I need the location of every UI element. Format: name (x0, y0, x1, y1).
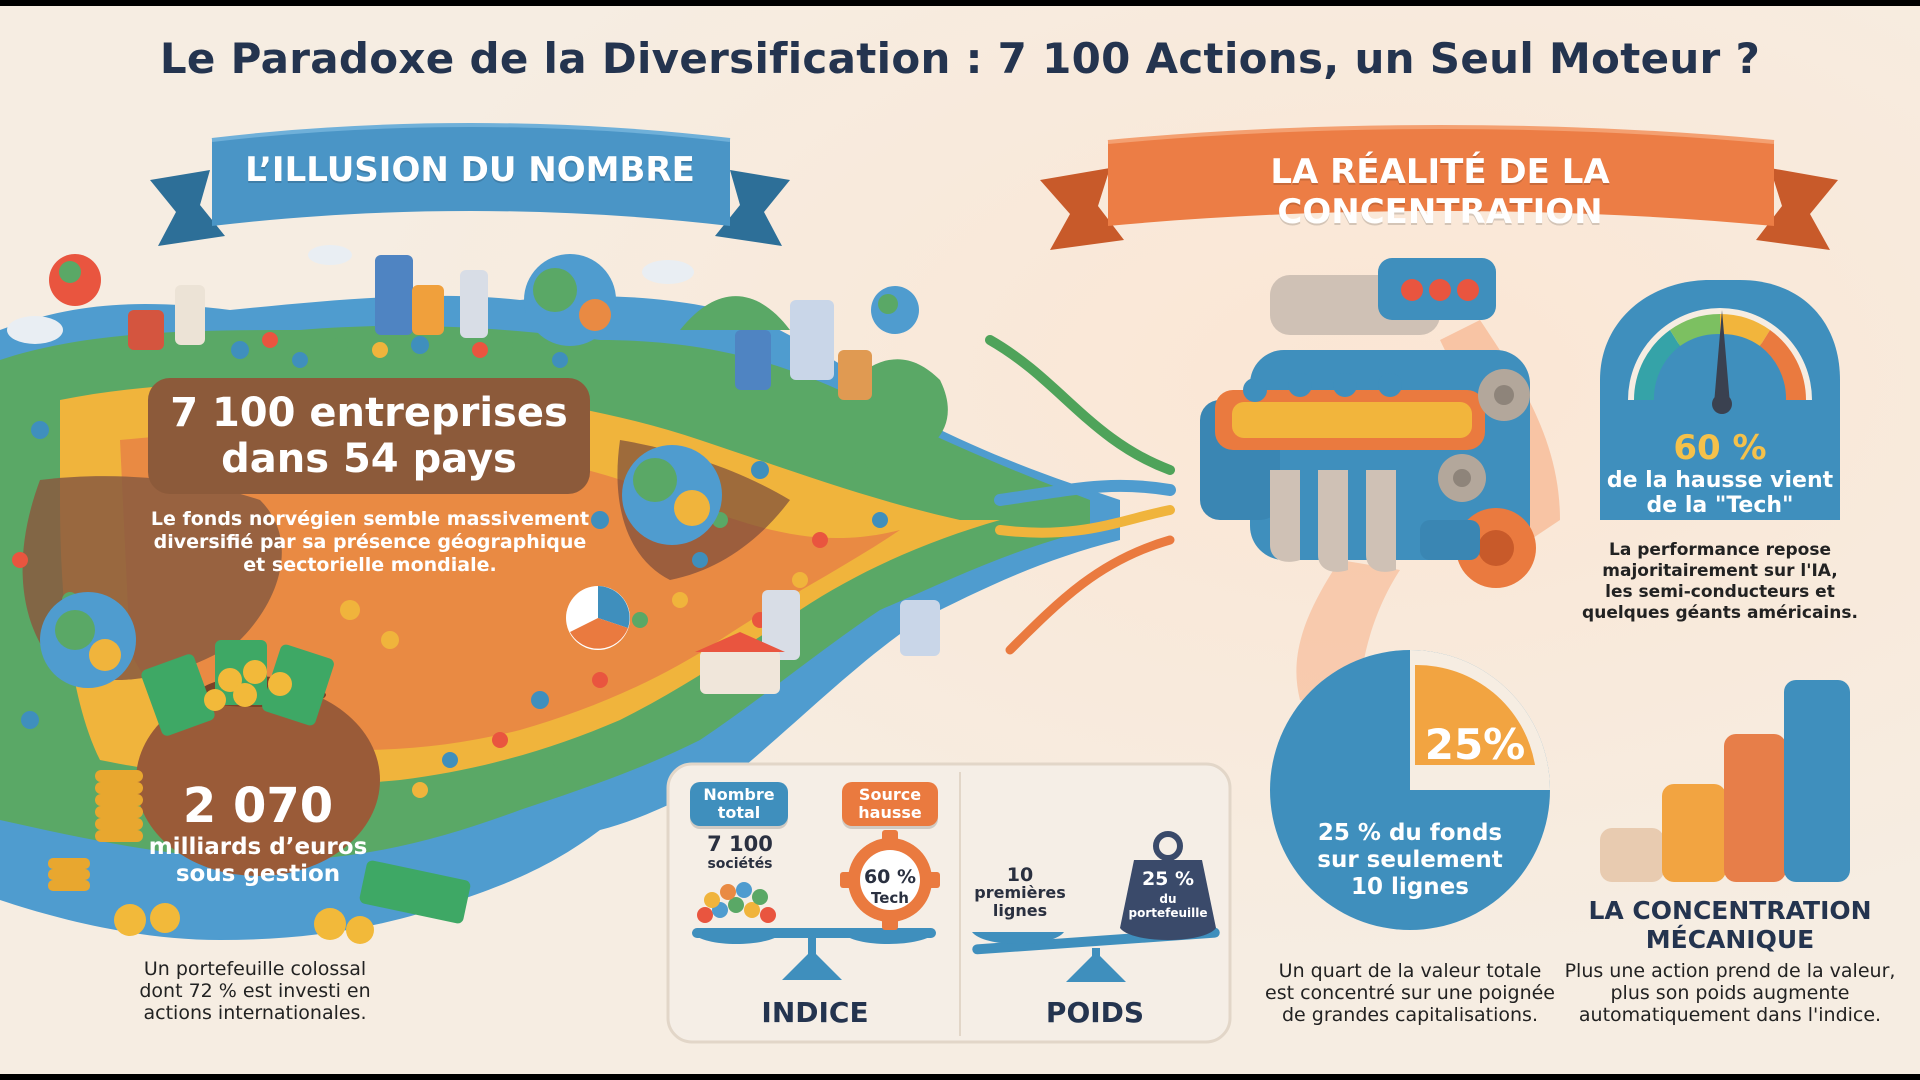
left-banner-label: L’ILLUSION DU NOMBRE (245, 150, 695, 190)
pie-caption-line-1: 25 % du fonds (1317, 820, 1503, 846)
right-banner-ribbon (1040, 125, 1838, 250)
pie-slice-label: 25% (1424, 720, 1526, 769)
bars-desc-line-1: Plus une action prend de la valeur, (1564, 960, 1896, 982)
chip-total-count: Nombre total (690, 782, 788, 826)
pie-desc-line-1: Un quart de la valeur totale (1278, 960, 1542, 982)
gauge-desc-line-1: La performance repose (1609, 540, 1831, 560)
bars-desc-line-3: automatiquement dans l'indice. (1578, 1004, 1882, 1026)
desc-line-1: Le fonds norvégien semble massivement (150, 508, 590, 530)
scales-card (666, 762, 1232, 1044)
top-ten-line-2: premières (974, 883, 1066, 902)
pie-desc-line-2: est concentré sur une poignée (1265, 982, 1555, 1004)
gauge-desc-line-2: majoritairement sur l'IA, (1602, 561, 1838, 581)
gear-value: 60 % (863, 866, 917, 888)
page-title: Le Paradoxe de la Diversification : 7 10… (159, 34, 1761, 83)
weight-label: du portefeuille (1120, 892, 1216, 920)
gauge-description: La performance repose majoritairement su… (1580, 540, 1860, 624)
assets-amount: 2 070 (182, 778, 334, 834)
bars-description: Plus une action prend de la valeur, plus… (1560, 960, 1900, 1026)
bars-title-line-2: MÉCANIQUE (1645, 925, 1815, 954)
note-line-2: dont 72 % est investi en (139, 980, 371, 1002)
weight-line-2: portefeuille (1128, 906, 1208, 920)
chip-source-line-2: hausse (858, 803, 922, 822)
top-ten-line-3: lignes (992, 901, 1048, 920)
company-count: 7 100 (707, 832, 773, 856)
pie-chart (1270, 650, 1550, 930)
weight-value: 25 % (1141, 868, 1195, 890)
bars-title-line-1: LA CONCENTRATION (1588, 896, 1872, 925)
assets-unit-line-1: milliards d’euros (148, 834, 368, 860)
desc-line-3: et sectorielle mondiale. (243, 554, 497, 576)
portfolio-note: Un portefeuille colossal dont 72 % est i… (110, 958, 400, 1024)
indice-label: INDICE (761, 996, 869, 1029)
gauge-caption: de la hausse vient de la "Tech" (1600, 468, 1840, 518)
gauge-caption-line-2: de la "Tech" (1646, 493, 1794, 518)
pie-desc-line-3: de grandes capitalisations. (1282, 1004, 1538, 1026)
poids-label: POIDS (1045, 996, 1145, 1029)
note-line-1: Un portefeuille colossal (143, 958, 367, 980)
top-ten-line-1: 10 (1006, 864, 1034, 886)
left-banner-ribbon (150, 123, 790, 246)
pie-description: Un quart de la valeur totale est concent… (1260, 960, 1560, 1026)
pie-caption: 25 % du fonds sur seulement 10 lignes (1290, 820, 1530, 901)
chip-total-line-1: Nombre (703, 785, 775, 804)
right-banner-label: LA RÉALITÉ DE LA CONCENTRATION (1270, 152, 1610, 232)
gauge-caption-line-1: de la hausse vient (1606, 468, 1834, 493)
bars-desc-line-2: plus son poids augmente (1610, 982, 1850, 1004)
engine-icon (1200, 258, 1560, 700)
weight-line-1: du (1159, 892, 1177, 906)
pie-caption-line-2: sur seulement (1317, 847, 1503, 873)
gear-label: Tech (871, 889, 909, 907)
gauge-desc-line-3: les semi-conducteurs et (1605, 582, 1835, 602)
chip-rise-source: Source hausse (842, 782, 938, 826)
assets-unit-line-2: sous gestion (175, 861, 341, 887)
chip-total-line-2: total (717, 803, 761, 822)
gauge-desc-line-4: quelques géants américains. (1582, 603, 1858, 623)
assets-unit: milliards d’euros sous gestion (140, 834, 376, 888)
gauge-value: 60 % (1673, 428, 1767, 468)
desc-line-2: diversifié par sa présence géographique (153, 531, 587, 553)
pie-caption-line-3: 10 lignes (1351, 874, 1469, 900)
bars-title: LA CONCENTRATION MÉCANIQUE (1570, 896, 1890, 954)
headline-line-1: 7 100 entreprises (170, 390, 568, 436)
top-ten-lines: 10 premières lignes (970, 866, 1070, 920)
diversification-description: Le fonds norvégien semble massivement di… (150, 508, 590, 577)
note-line-3: actions internationales. (143, 1002, 367, 1024)
company-count-unit: sociétés (707, 856, 773, 872)
concentration-bars (1600, 680, 1850, 882)
chip-source-line-1: Source (858, 785, 922, 804)
headline-plaque (148, 378, 590, 494)
headline-line-2: dans 54 pays (221, 436, 517, 482)
gauge-card (1600, 280, 1840, 520)
